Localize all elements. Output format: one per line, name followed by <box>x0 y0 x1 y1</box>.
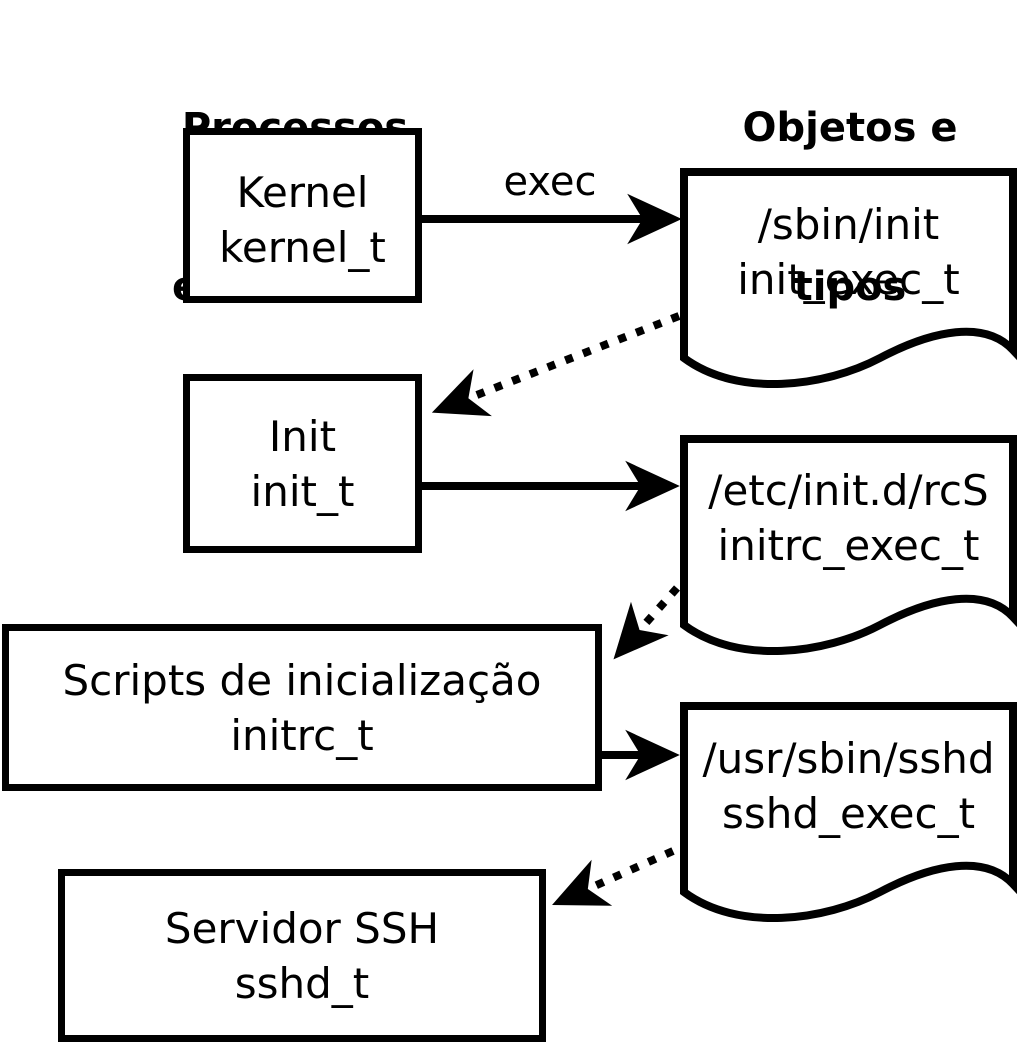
column-header-objects-line2: tipos <box>793 264 907 310</box>
exec-arrow-label: exec <box>503 159 597 205</box>
process-box-sshd-name: Servidor SSH <box>164 903 440 953</box>
document-label-etc-initd-rcs: /etc/init.d/rcS initrc_exec_t <box>684 463 1013 573</box>
dotted-arrow-sshdexec-to-sshd <box>552 847 675 906</box>
document-shape-etc-initd-rcs <box>680 435 1017 656</box>
process-box-sshd: Servidor SSH sshd_t <box>58 869 546 1042</box>
document-label-sbin-init: /sbin/init init_exec_t <box>684 197 1013 307</box>
dotted-arrow-sbininit-to-init <box>431 312 681 417</box>
process-box-kernel: Kernel kernel_t <box>183 128 422 303</box>
process-box-init-name: Init <box>268 411 337 461</box>
process-box-initrc-type: initrc_t <box>230 710 374 760</box>
document-shape-sbin-init <box>680 168 1017 389</box>
process-box-init-type: init_t <box>250 466 355 516</box>
process-box-initrc-name: Scripts de inicialização <box>62 655 542 705</box>
column-header-objects: Objetos e tipos <box>688 0 1012 420</box>
dotted-arrow-rcs-to-initrc <box>613 585 680 660</box>
document-etc-initd-rcs-type: initrc_exec_t <box>717 521 980 570</box>
document-usr-sbin-sshd-path: /usr/sbin/sshd <box>702 734 995 783</box>
column-header-objects-line1: Objetos e <box>742 105 958 151</box>
document-shape-usr-sbin-sshd <box>680 702 1017 923</box>
document-sbin-init-type: init_exec_t <box>737 255 960 304</box>
document-etc-initd-rcs-path: /etc/init.d/rcS <box>708 466 989 515</box>
process-box-kernel-type: kernel_t <box>219 222 386 272</box>
process-box-initrc: Scripts de inicialização initrc_t <box>2 624 602 791</box>
process-box-kernel-name: Kernel <box>236 167 369 217</box>
document-usr-sbin-sshd-type: sshd_exec_t <box>721 789 976 838</box>
document-label-usr-sbin-sshd: /usr/sbin/sshd sshd_exec_t <box>684 731 1013 841</box>
process-box-sshd-type: sshd_t <box>234 958 370 1008</box>
process-box-init: Init init_t <box>183 374 422 553</box>
document-sbin-init-path: /sbin/init <box>757 200 940 249</box>
